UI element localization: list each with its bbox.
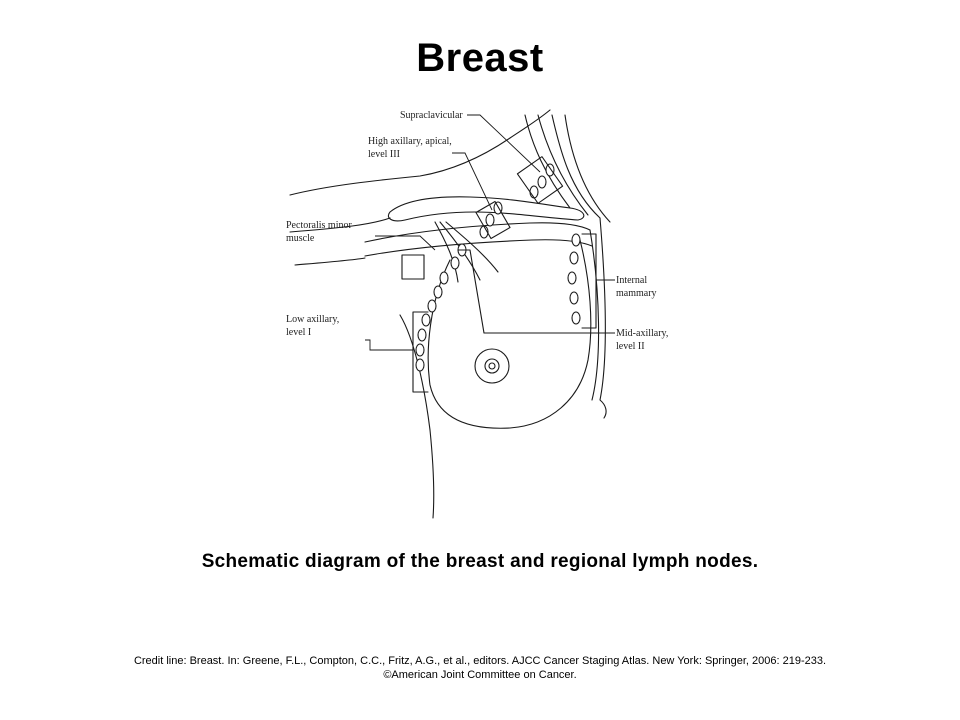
label-pectoralis-2: muscle	[286, 233, 315, 244]
sternum-line	[599, 217, 607, 419]
shoulder-outline	[289, 109, 551, 196]
label-low-axillary-2: level I	[286, 327, 311, 338]
clavicle	[387, 196, 585, 222]
diagram-caption: Schematic diagram of the breast and regi…	[201, 551, 759, 572]
neck-muscle-3	[551, 114, 601, 219]
label-internal-mammary-2: mammary	[616, 288, 657, 299]
label-supraclavicular: Supraclavicular	[400, 110, 463, 121]
leader-lines	[365, 114, 615, 351]
label-internal-mammary-1: Internal	[616, 275, 647, 286]
lower-arm-outline	[294, 257, 366, 266]
mid-axillary-bracket	[457, 249, 501, 334]
credit-line: Credit line: Breast. In: Greene, F.L., C…	[0, 654, 960, 682]
areola	[474, 348, 510, 384]
low-axillary-bracket	[412, 311, 429, 393]
credit-line-citation: Credit line: Breast. In: Greene, F.L., C…	[133, 655, 827, 667]
neck-muscle-4	[564, 114, 611, 223]
credit-line-copyright: ©American Joint Committee on Cancer.	[383, 669, 577, 681]
label-high-axillary-2: level III	[368, 149, 400, 160]
nipple	[484, 358, 500, 374]
label-pectoralis-1: Pectoralis minor	[286, 220, 352, 231]
label-mid-axillary-2: level II	[616, 341, 645, 352]
pectoralis-box	[401, 254, 425, 280]
torso-side-outline	[399, 314, 435, 519]
label-low-axillary-1: Low axillary,	[286, 314, 339, 325]
breast-anatomy-illustration: Supraclavicular High axillary, apical, l…	[286, 109, 668, 519]
upper-arm-outline	[289, 217, 391, 233]
breast-lymph-diagram: Supraclavicular High axillary, apical, l…	[270, 100, 700, 525]
neck-muscle-1	[524, 114, 571, 209]
lymph-node-chains	[415, 163, 581, 372]
internal-mammary-bracket	[581, 233, 597, 329]
supraclavicular-box	[516, 156, 564, 204]
slide-title: Breast	[416, 36, 544, 80]
label-high-axillary-1: High axillary, apical,	[368, 136, 452, 147]
breast-lower-fold	[589, 229, 600, 401]
neck-muscle-2	[537, 114, 589, 216]
breast-contour	[427, 239, 592, 429]
high-axillary-box	[475, 200, 511, 240]
label-mid-axillary-1: Mid-axillary,	[616, 328, 668, 339]
